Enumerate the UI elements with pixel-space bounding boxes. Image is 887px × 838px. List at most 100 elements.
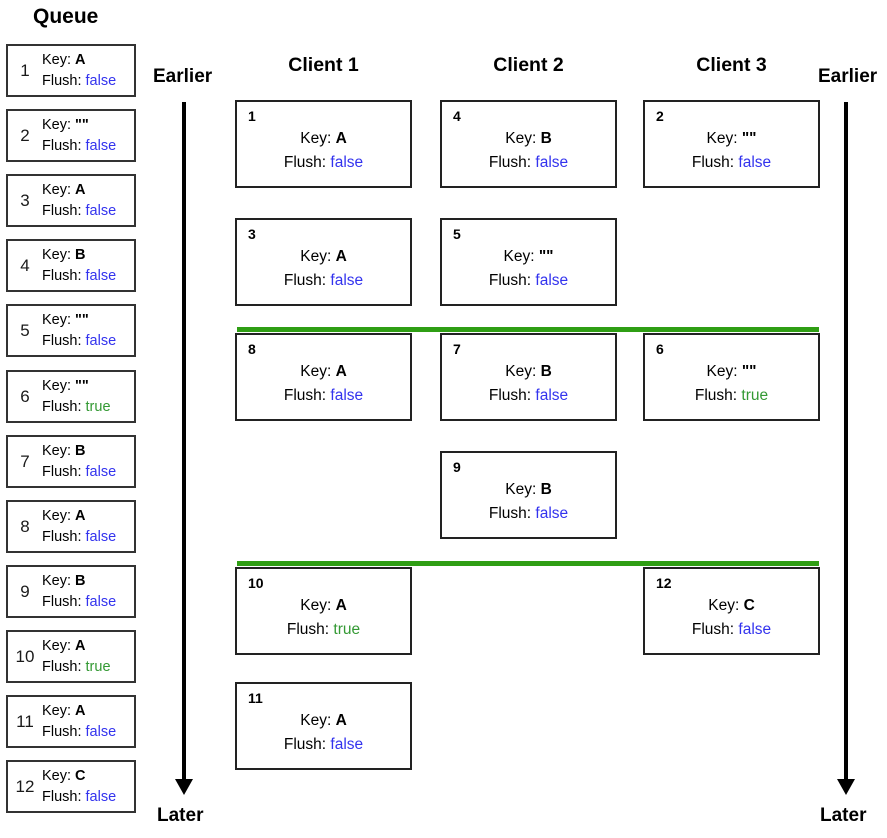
queue-item-number: 12 [15, 776, 35, 796]
timeline-right-arrowhead-icon [837, 779, 855, 795]
operation-flush: Flush: true [694, 387, 769, 404]
queue-item: 9 Key: B Flush: false [6, 565, 136, 618]
queue-item: 10 Key: A Flush: true [6, 630, 136, 683]
operation-number: 3 [248, 226, 256, 242]
queue-item-key: Key: "" [42, 116, 89, 133]
queue-item-key: Key: A [42, 702, 86, 719]
operation-key: Key: C [708, 597, 755, 614]
operation-flush: Flush: false [283, 154, 364, 171]
client-operation-box: 10 Key: A Flush: true [235, 567, 412, 655]
client-operation-box: 4 Key: B Flush: false [440, 100, 617, 188]
queue-item-flush: Flush: true [42, 658, 111, 675]
queue-item-key: Key: B [42, 246, 86, 263]
operation-flush: Flush: false [283, 387, 364, 404]
client-operation-box: 3 Key: A Flush: false [235, 218, 412, 306]
client-3-header: Client 3 [696, 54, 767, 76]
operation-flush: Flush: false [283, 736, 364, 753]
client-operation-box: 12 Key: C Flush: false [643, 567, 820, 655]
operation-flush: Flush: false [488, 272, 569, 289]
queue-item-flush: Flush: false [42, 202, 117, 219]
sync-line-2 [237, 561, 819, 566]
queue-item-flush: Flush: false [42, 463, 117, 480]
queue-item-number: 10 [15, 646, 35, 666]
operation-key: Key: B [505, 363, 552, 380]
client-operation-box: 7 Key: B Flush: false [440, 333, 617, 421]
queue-item: 6 Key: "" Flush: true [6, 370, 136, 423]
queue-item: 1 Key: A Flush: false [6, 44, 136, 97]
sync-line-1 [237, 327, 819, 332]
operation-key: Key: "" [706, 363, 757, 380]
operation-key: Key: A [300, 597, 347, 614]
client-2-header: Client 2 [493, 54, 564, 76]
queue-item-number: 5 [20, 320, 30, 340]
queue-item-flush: Flush: false [42, 528, 117, 545]
operation-flush: Flush: false [488, 505, 569, 522]
operation-number: 6 [656, 341, 664, 357]
operation-number: 9 [453, 459, 461, 475]
client-operation-box: 9 Key: B Flush: false [440, 451, 617, 539]
client-operation-box: 11 Key: A Flush: false [235, 682, 412, 770]
operation-key: Key: B [505, 481, 552, 498]
timeline-right-arrow-line [844, 102, 848, 780]
timeline-left-arrowhead-icon [175, 779, 193, 795]
queue-item-key: Key: A [42, 507, 86, 524]
queue-item-number: 7 [20, 451, 30, 471]
operation-number: 11 [248, 690, 263, 706]
queue-item-key: Key: "" [42, 377, 89, 394]
client-operation-box: 2 Key: "" Flush: false [643, 100, 820, 188]
operation-number: 5 [453, 226, 461, 242]
queue-item-number: 2 [20, 125, 30, 145]
queue-item: 8 Key: A Flush: false [6, 500, 136, 553]
operation-number: 7 [453, 341, 461, 357]
queue-item-flush: Flush: false [42, 332, 117, 349]
operation-number: 12 [656, 575, 672, 591]
queue-item-number: 6 [20, 386, 30, 406]
queue-item-flush: Flush: false [42, 137, 117, 154]
queue-item-key: Key: A [42, 181, 86, 198]
queue-item-number: 8 [20, 516, 30, 536]
client-operation-box: 8 Key: A Flush: false [235, 333, 412, 421]
queue-item: 12 Key: C Flush: false [6, 760, 136, 813]
queue-item-number: 4 [20, 255, 30, 275]
queue-item: 4 Key: B Flush: false [6, 239, 136, 292]
queue-item-number: 11 [16, 711, 34, 731]
operation-flush: Flush: false [488, 154, 569, 171]
operation-key: Key: "" [706, 130, 757, 147]
client-1-header: Client 1 [288, 54, 359, 76]
queue-item-flush: Flush: false [42, 72, 117, 89]
operation-key: Key: A [300, 130, 347, 147]
queue-item-number: 3 [20, 190, 30, 210]
queue-item: 11 Key: A Flush: false [6, 695, 136, 748]
queue-item-number: 1 [20, 60, 30, 80]
operation-number: 10 [248, 575, 264, 591]
queue-item-flush: Flush: false [42, 267, 117, 284]
queue-item: 7 Key: B Flush: false [6, 435, 136, 488]
queue-item-flush: Flush: false [42, 593, 117, 610]
queue-item-flush: Flush: false [42, 788, 117, 805]
operation-number: 8 [248, 341, 256, 357]
queue-title: Queue [33, 5, 99, 28]
queue-item-key: Key: A [42, 637, 86, 654]
operation-flush: Flush: false [488, 387, 569, 404]
queue-item-key: Key: "" [42, 311, 89, 328]
operation-flush: Flush: false [691, 154, 772, 171]
queue-item-number: 9 [20, 581, 30, 601]
queue-item: 5 Key: "" Flush: false [6, 304, 136, 357]
timeline-right-earlier-label: Earlier [818, 66, 878, 87]
operation-flush: Flush: false [691, 621, 772, 638]
operation-key: Key: A [300, 363, 347, 380]
timeline-left-earlier-label: Earlier [153, 66, 213, 87]
timeline-left-arrow-line [182, 102, 186, 780]
queue-item-key: Key: B [42, 442, 86, 459]
queue-item: 3 Key: A Flush: false [6, 174, 136, 227]
operation-number: 1 [248, 108, 256, 124]
queue-item: 2 Key: "" Flush: false [6, 109, 136, 162]
queue-item-flush: Flush: false [42, 723, 117, 740]
operation-number: 2 [656, 108, 664, 124]
client-operation-box: 5 Key: "" Flush: false [440, 218, 617, 306]
operation-key: Key: B [505, 130, 552, 147]
queue-item-flush: Flush: true [42, 398, 111, 415]
operation-number: 4 [453, 108, 461, 124]
queue-item-key: Key: B [42, 572, 86, 589]
client-operation-box: 1 Key: A Flush: false [235, 100, 412, 188]
